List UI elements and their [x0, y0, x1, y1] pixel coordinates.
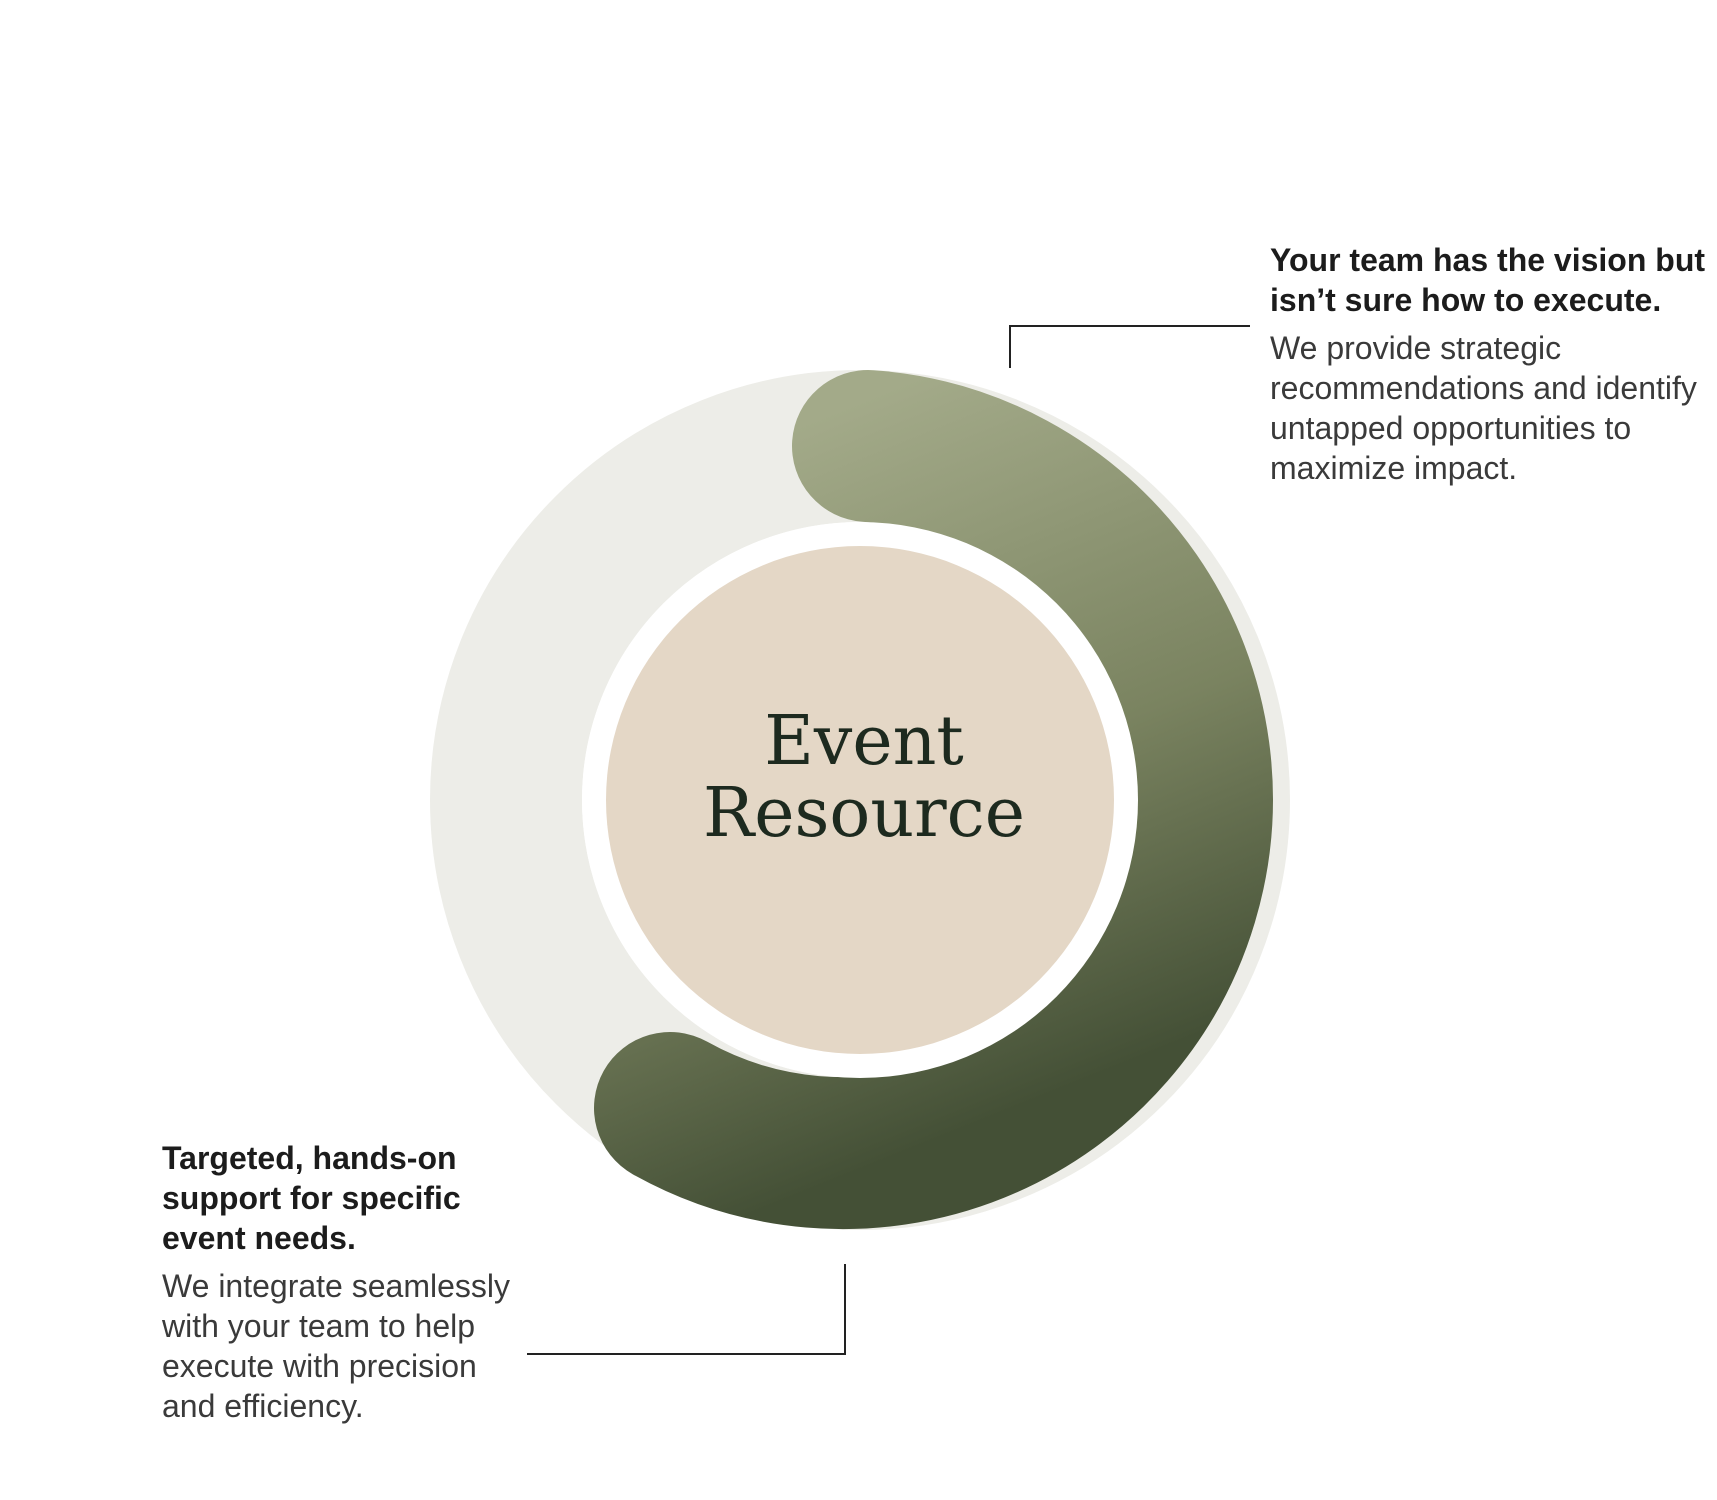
center-title: Event Resource — [604, 706, 1124, 850]
center-title-line1: Event — [764, 702, 964, 781]
callout-top: Your team has the vision but isn’t sure … — [1270, 240, 1710, 488]
callout-bottom-heading: Targeted, hands-on support for specific … — [162, 1140, 461, 1256]
callout-bottom-body: We integrate seamlessly with your team t… — [162, 1268, 510, 1424]
callout-top-heading: Your team has the vision but isn’t sure … — [1270, 242, 1706, 318]
callout-top-body: We provide strategic recommendations and… — [1270, 330, 1697, 486]
ring-progress-arc — [594, 370, 1273, 1230]
connector-bottom — [527, 1264, 846, 1355]
connector-top — [1009, 325, 1250, 368]
inner-circle — [606, 546, 1114, 1054]
center-title-line2: Resource — [703, 774, 1025, 853]
callout-bottom: Targeted, hands-on support for specific … — [162, 1138, 532, 1426]
